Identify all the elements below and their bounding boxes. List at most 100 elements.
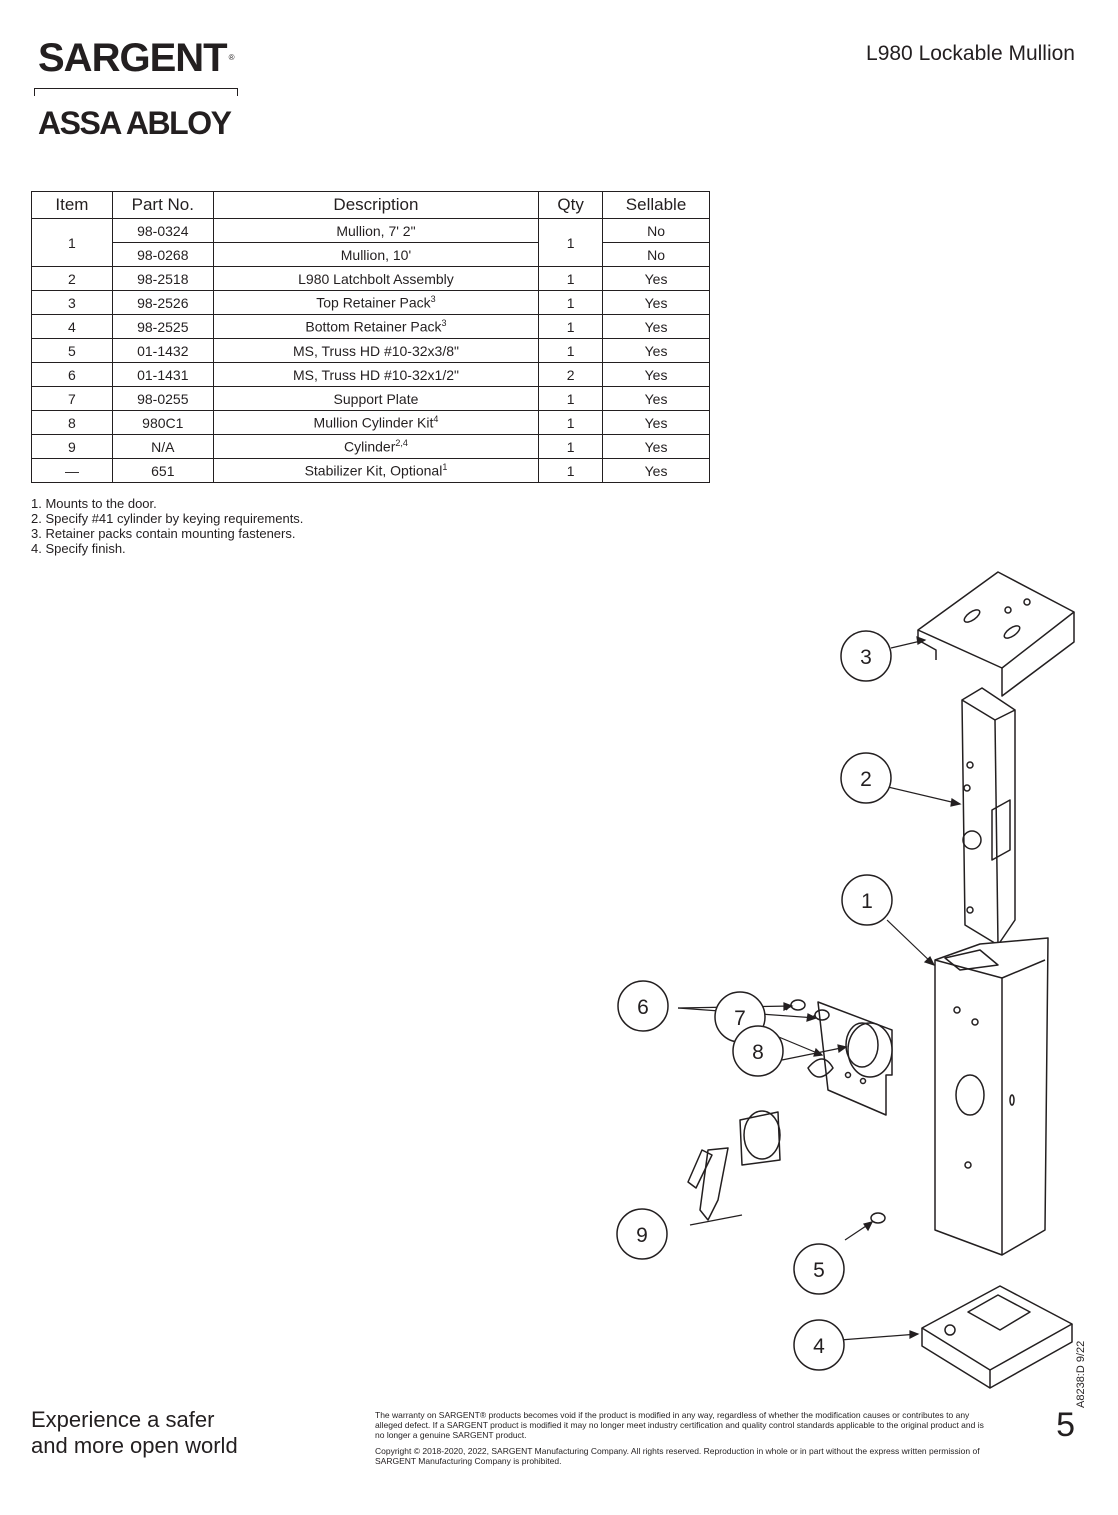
cell-sellable: Yes bbox=[602, 458, 710, 483]
cell-sellable: Yes bbox=[602, 266, 710, 291]
cell-qty: 1 bbox=[538, 314, 604, 339]
document-title: L980 Lockable Mullion bbox=[866, 42, 1075, 65]
document-id: A8238:D 9/22 bbox=[1075, 1340, 1087, 1408]
cell-qty: 2 bbox=[538, 362, 604, 387]
cell-item: 5 bbox=[31, 338, 113, 363]
cell-desc: Mullion, 10' bbox=[212, 242, 540, 267]
cell-sellable: Yes bbox=[602, 362, 710, 387]
cell-part: 98-2526 bbox=[111, 290, 214, 315]
table-row: 1 98-0324 Mullion, 7' 2" 1 No bbox=[31, 218, 710, 267]
cell-desc: Support Plate bbox=[212, 386, 540, 411]
table-row: 2 98-2518 L980 Latchbolt Assembly 1 Yes bbox=[31, 266, 710, 291]
cell-desc: L980 Latchbolt Assembly bbox=[212, 266, 540, 291]
footnote-3: 3. Retainer packs contain mounting faste… bbox=[31, 526, 296, 541]
cell-item: 4 bbox=[31, 314, 113, 339]
table-row: 4 98-2525 Bottom Retainer Pack3 1 Yes bbox=[31, 314, 710, 339]
svg-text:1: 1 bbox=[861, 890, 873, 913]
header-sellable: Sellable bbox=[602, 191, 710, 219]
header-description: Description bbox=[212, 191, 540, 219]
tagline-line-1: Experience a safer bbox=[31, 1407, 215, 1432]
cell-desc: Mullion Cylinder Kit4 bbox=[212, 410, 540, 435]
svg-text:6: 6 bbox=[637, 996, 649, 1019]
cell-item: 1 bbox=[31, 218, 113, 267]
cell-part: 98-0324 bbox=[111, 218, 214, 243]
desc-text: Cylinder bbox=[344, 438, 396, 455]
table-header-row: Item Part No. Description Qty Sellable bbox=[31, 191, 710, 219]
callout-9: 9 bbox=[616, 1208, 668, 1260]
tagline: Experience a safer and more open world bbox=[31, 1407, 238, 1459]
svg-text:4: 4 bbox=[813, 1335, 825, 1358]
registered-mark: ® bbox=[228, 53, 235, 62]
table-row: 5 01-1432 MS, Truss HD #10-32x3/8" 1 Yes bbox=[31, 338, 710, 363]
exploded-assembly-diagram: 3 2 1 7 6 8 9 5 4 bbox=[616, 571, 1075, 1389]
callout-1: 1 bbox=[841, 874, 893, 926]
sargent-logo-text: SARGENT bbox=[38, 36, 228, 80]
cell-desc: MS, Truss HD #10-32x3/8" bbox=[212, 338, 540, 363]
cell-desc: Stabilizer Kit, Optional1 bbox=[212, 458, 540, 483]
cell-qty: 1 bbox=[538, 338, 604, 363]
cell-item: 9 bbox=[31, 434, 113, 459]
svg-text:5: 5 bbox=[813, 1259, 825, 1282]
cell-sellable: No bbox=[602, 242, 710, 267]
table-row: 3 98-2526 Top Retainer Pack3 1 Yes bbox=[31, 290, 710, 315]
callout-8: 8 bbox=[732, 1025, 784, 1077]
page-number: 5 bbox=[1056, 1406, 1075, 1444]
table-row: 9 N/A Cylinder2,4 1 Yes bbox=[31, 434, 710, 459]
tagline-line-2: and more open world bbox=[31, 1433, 238, 1458]
svg-text:7: 7 bbox=[734, 1007, 746, 1030]
footnote-ref: 1 bbox=[442, 462, 448, 473]
desc-text: Bottom Retainer Pack bbox=[305, 318, 442, 335]
cylinder-drawing bbox=[687, 1110, 781, 1221]
cell-sellable: Yes bbox=[602, 434, 710, 459]
desc-text: Stabilizer Kit, Optional bbox=[304, 462, 443, 479]
cell-sellable: Yes bbox=[602, 410, 710, 435]
warranty-notice: The warranty on SARGENT® products become… bbox=[375, 1410, 984, 1440]
cell-item: — bbox=[31, 458, 113, 483]
footnotes: 1. Mounts to the door. 2. Specify #41 cy… bbox=[31, 496, 303, 556]
cell-part: 01-1431 bbox=[111, 362, 214, 387]
top-retainer-drawing bbox=[917, 571, 1075, 697]
footnote-1: 1. Mounts to the door. bbox=[31, 496, 157, 511]
cell-part: N/A bbox=[111, 434, 214, 459]
cell-sellable: Yes bbox=[602, 314, 710, 339]
legal-text: The warranty on SARGENT® products become… bbox=[375, 1410, 995, 1472]
callout-2: 2 bbox=[840, 752, 892, 804]
cell-part: 98-2518 bbox=[111, 266, 214, 291]
mullion-drawing bbox=[934, 937, 1049, 1256]
footnote-ref: 3 bbox=[441, 318, 447, 329]
callout-4: 4 bbox=[793, 1319, 845, 1371]
callout-6: 6 bbox=[617, 980, 669, 1032]
footnote-2: 2. Specify #41 cylinder by keying requir… bbox=[31, 511, 304, 526]
footnote-4: 4. Specify finish. bbox=[31, 541, 126, 556]
header-qty: Qty bbox=[538, 191, 604, 219]
table-row: — 651 Stabilizer Kit, Optional1 1 Yes bbox=[31, 458, 710, 483]
cell-qty: 1 bbox=[538, 218, 604, 267]
parts-table: Item Part No. Description Qty Sellable 1… bbox=[31, 191, 710, 483]
cell-qty: 1 bbox=[538, 266, 604, 291]
cell-part: 98-0268 bbox=[111, 242, 214, 267]
callout-5: 5 bbox=[793, 1243, 845, 1295]
table-row: 98-0268 Mullion, 10' No bbox=[32, 242, 710, 267]
cell-part: 980C1 bbox=[111, 410, 214, 435]
svg-text:8: 8 bbox=[752, 1041, 764, 1064]
copyright-notice: Copyright © 2018-2020, 2022, SARGENT Man… bbox=[375, 1446, 980, 1466]
cell-part: 01-1432 bbox=[111, 338, 214, 363]
footnote-ref: 3 bbox=[430, 294, 436, 305]
assa-abloy-logo: ASSA ABLOY bbox=[38, 105, 232, 141]
table-row: 6 01-1431 MS, Truss HD #10-32x1/2" 2 Yes bbox=[31, 362, 710, 387]
cell-desc: Cylinder2,4 bbox=[212, 434, 540, 459]
cell-sellable: Yes bbox=[602, 338, 710, 363]
cell-part: 98-2525 bbox=[111, 314, 214, 339]
cell-item: 6 bbox=[31, 362, 113, 387]
cell-desc: MS, Truss HD #10-32x1/2" bbox=[212, 362, 540, 387]
svg-text:2: 2 bbox=[860, 768, 872, 791]
cylinder-kit-drawing bbox=[807, 1022, 893, 1078]
footnote-ref: 4 bbox=[433, 414, 439, 425]
cell-part: 651 bbox=[111, 458, 214, 483]
cell-sellable: No bbox=[602, 218, 710, 243]
table-row: 8 980C1 Mullion Cylinder Kit4 1 Yes bbox=[31, 410, 710, 435]
cell-item: 2 bbox=[31, 266, 113, 291]
latchbolt-assembly-drawing bbox=[961, 687, 1016, 946]
svg-text:3: 3 bbox=[860, 646, 872, 669]
cell-desc: Top Retainer Pack3 bbox=[212, 290, 540, 315]
